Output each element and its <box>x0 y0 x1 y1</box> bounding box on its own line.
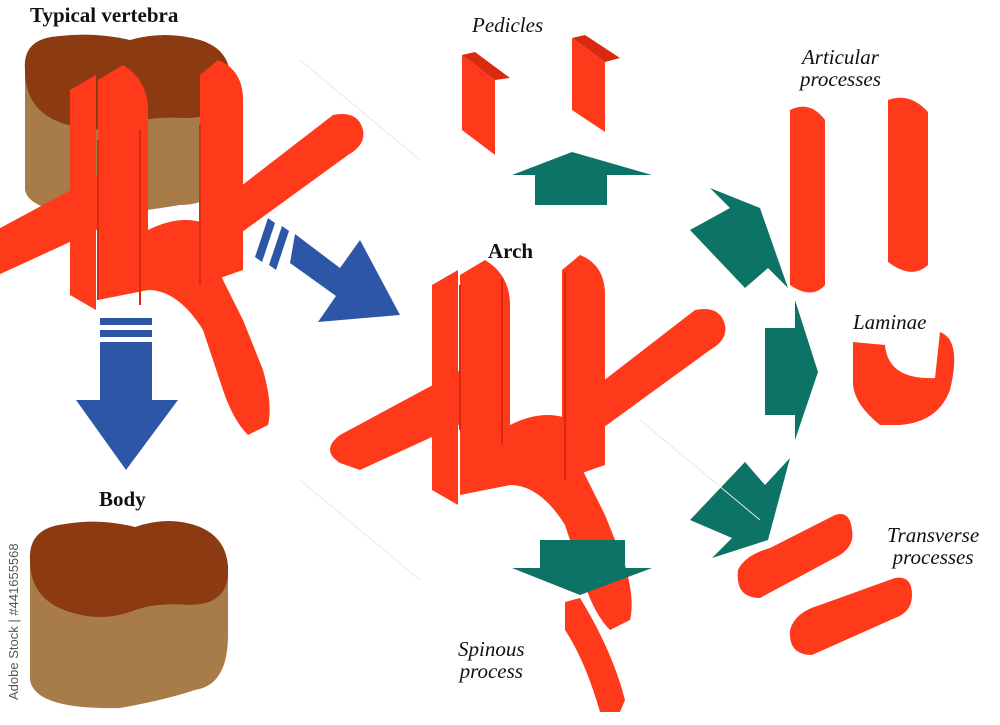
laminae-illustration <box>853 332 954 425</box>
isolated-body-illustration <box>30 521 228 708</box>
label-pedicles: Pedicles <box>472 14 543 36</box>
label-laminae: Laminae <box>853 311 927 333</box>
arrow-to-laminae <box>765 300 818 440</box>
arrow-to-arch <box>255 218 400 322</box>
label-typical-vertebra: Typical vertebra <box>30 4 178 26</box>
body-top <box>30 521 228 617</box>
arrow-to-body <box>76 318 178 470</box>
watermark: Adobe Stock | #441655568 <box>6 543 21 700</box>
arrow-to-spinous <box>512 540 652 595</box>
label-body: Body <box>99 488 146 510</box>
label-arch: Arch <box>488 240 533 262</box>
label-transverse-processes: Transverse processes <box>887 524 979 568</box>
arrow-to-articular <box>690 188 788 288</box>
arrow-to-transverse <box>690 458 790 558</box>
label-spinous-process: Spinous process <box>458 638 525 682</box>
label-articular-processes: Articular processes <box>800 46 881 90</box>
typical-vertebra-illustration <box>0 35 363 435</box>
arrow-to-pedicles <box>512 152 652 205</box>
pedicles-illustration <box>462 35 620 155</box>
articular-processes-illustration <box>790 98 928 293</box>
